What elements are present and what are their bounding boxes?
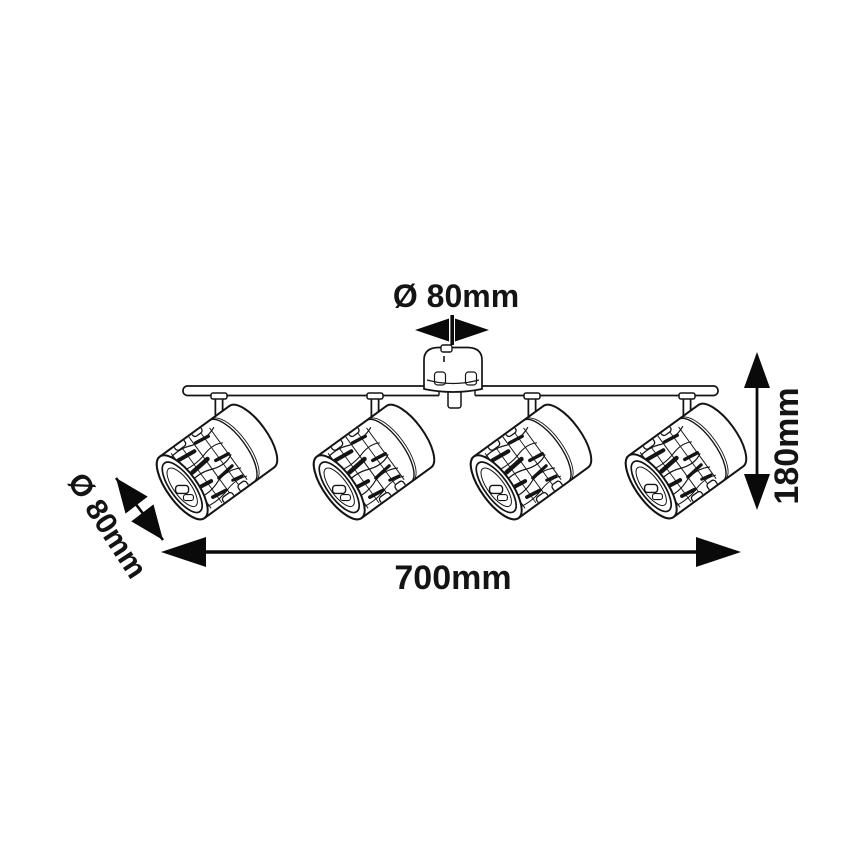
dimension-shade-diameter: Ø 80mm <box>61 467 165 584</box>
double-arrow-horizontal-icon <box>161 537 741 567</box>
dimension-canopy-diameter: Ø 80mm <box>393 278 519 345</box>
double-arrow-diagonal-icon <box>114 477 165 541</box>
dimension-height: 180mm <box>744 352 806 510</box>
spotlight-1 <box>146 395 287 529</box>
dimension-label-height: 180mm <box>768 387 806 504</box>
double-arrow-vertical-icon <box>744 352 770 510</box>
dimension-length: 700mm <box>161 537 741 597</box>
dimension-label-length: 700mm <box>394 559 511 597</box>
spotlight-2 <box>303 395 444 529</box>
fixture-drawing <box>146 344 756 529</box>
canopy-notch <box>440 344 453 353</box>
spotlight-4 <box>615 394 756 528</box>
canopy <box>423 344 483 393</box>
double-arrow-horizontal-icon <box>415 315 489 345</box>
dimension-label-canopy-diameter: Ø 80mm <box>393 278 519 314</box>
spotlight-3 <box>460 395 601 529</box>
